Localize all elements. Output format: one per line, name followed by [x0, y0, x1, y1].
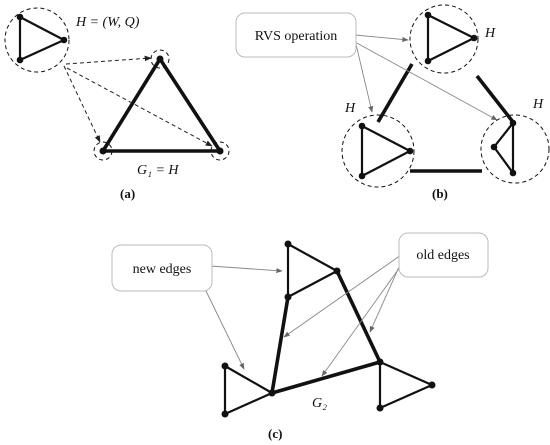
substitution-arrows	[63, 55, 213, 147]
outer-thick-triangle	[376, 63, 515, 173]
triangle-right	[376, 358, 436, 412]
g2-label: G₂	[312, 396, 327, 411]
new-edges-callout-box	[111, 244, 213, 292]
old-edges-callout-box	[398, 232, 489, 278]
panel-c-label: (c)	[268, 426, 282, 441]
h-small-triangle	[16, 13, 68, 64]
h-circle-top	[409, 4, 479, 74]
h-label-right: H	[532, 97, 544, 112]
h-circle-right	[480, 114, 550, 184]
h-equation: H = (W, Q)	[75, 15, 140, 30]
panel-b: H H H RVS operation (b)	[235, 4, 550, 201]
old-edges-arrows	[283, 254, 406, 377]
triangle-left	[221, 362, 276, 418]
h-dashed-circle	[4, 7, 70, 73]
new-edges-callout-text: new edges	[133, 262, 192, 277]
rvs-callout-arrows	[354, 34, 498, 121]
h-triangle-right	[490, 119, 517, 177]
rvs-callout-box	[235, 12, 357, 58]
h-label-left: H	[344, 101, 356, 116]
rvs-callout-text: RVS operation	[255, 29, 337, 44]
h-circle-left	[341, 114, 415, 188]
g1-large-triangle	[93, 49, 230, 161]
panel-c: new edges old edges G₂ (c)	[111, 232, 489, 441]
old-edges-callout-text: old edges	[416, 248, 469, 263]
g2-thick-edges	[270, 270, 382, 395]
panel-a: H = (W, Q) G₁ = H (a)	[4, 7, 230, 201]
new-edges-arrows	[205, 265, 283, 370]
h-label-top: H	[484, 26, 496, 41]
g1-equation: G₁ = H	[137, 163, 179, 178]
triangle-top	[284, 240, 341, 301]
panel-b-label: (b)	[432, 186, 448, 201]
h-triangle-left	[358, 122, 414, 180]
h-triangle-top	[424, 11, 478, 65]
panel-a-label: (a)	[120, 186, 135, 201]
